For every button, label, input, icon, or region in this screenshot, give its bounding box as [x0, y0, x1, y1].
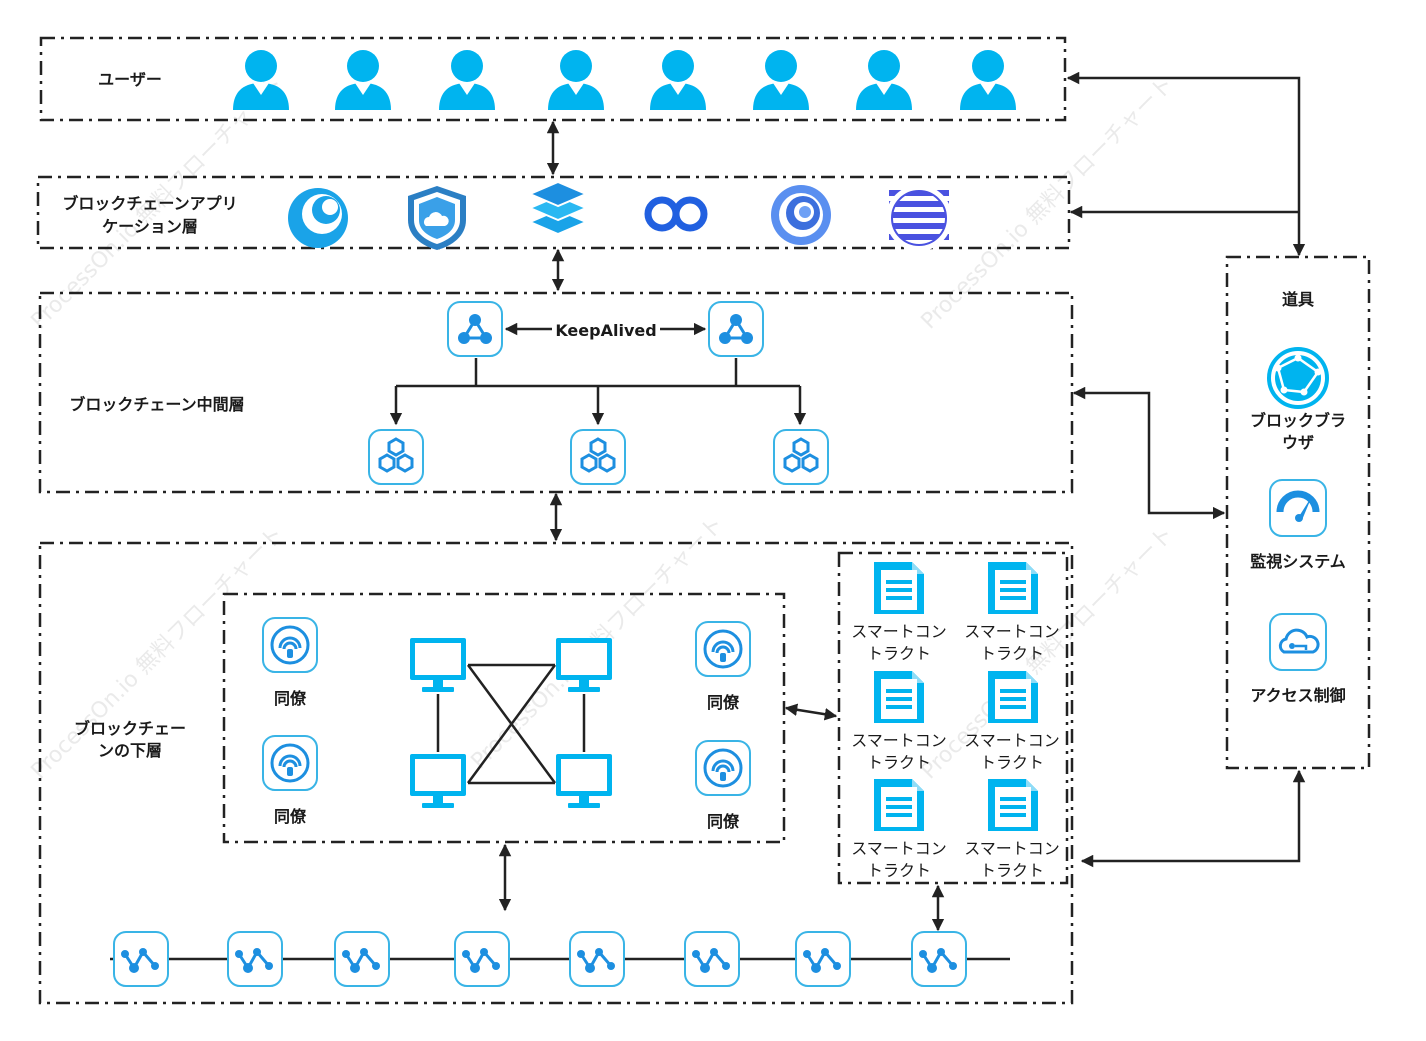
browser-label-line2: ウザ [1282, 433, 1314, 452]
chain-node-icon [453, 930, 511, 988]
document-icon [988, 562, 1038, 614]
lower-layer-frame [38, 541, 1074, 1005]
globe-network-icon [1267, 347, 1329, 409]
layers-app-icon [527, 180, 589, 236]
chain-node-icon [910, 930, 968, 988]
keepalive-label: KeepAlived [555, 321, 656, 340]
broadcast-peer-icon [261, 734, 319, 792]
users-layer-frame [39, 36, 1067, 122]
chain-node-icon [333, 930, 391, 988]
user-icon [439, 50, 495, 110]
chain-node-icon [568, 930, 626, 988]
peer-label: 同僚 [707, 693, 740, 712]
middleware-layer-label: ブロックチェーン中間層 [69, 395, 244, 414]
contract-label-line2: トラクト [980, 644, 1044, 663]
load-balancer-icon [446, 300, 504, 358]
user-icon [856, 50, 912, 110]
monitor-icon [410, 638, 466, 692]
monitoring-label: 監視システム [1250, 552, 1346, 571]
user-icon [233, 50, 289, 110]
contract-label-line1: スマートコン [851, 839, 947, 858]
broadcast-peer-icon [261, 616, 319, 674]
smart-contracts-frame [837, 551, 1069, 885]
contract-label-line1: スマートコン [964, 731, 1060, 750]
users-layer-label: ユーザー [98, 70, 162, 89]
hexagon-cluster-icon [569, 428, 627, 486]
peer-network-frame [222, 592, 786, 844]
document-icon [988, 671, 1038, 723]
cloud-key-icon [1269, 613, 1327, 671]
contract-label-line2: トラクト [867, 753, 931, 772]
chain-node-icon [794, 930, 852, 988]
lower-layer-label-line1: ブロックチェー [74, 719, 186, 738]
contract-label-line2: トラクト [867, 861, 931, 880]
contract-label-line2: トラクト [867, 644, 931, 663]
monitor-icon [410, 754, 466, 808]
load-balancer-icon [707, 300, 765, 358]
contract-label-line1: スマートコン [851, 622, 947, 641]
application-layer-label-line2: ケーション層 [102, 217, 198, 236]
application-layer-label-line1: ブロックチェーンアプリ [62, 194, 237, 213]
watermark: ProcessOn.io 無料フローチャート [917, 72, 1179, 334]
chain-node-icon [226, 930, 284, 988]
swirl-app-icon [288, 188, 348, 248]
chain-node-icon [112, 930, 170, 988]
peer-label: 同僚 [274, 807, 307, 826]
shield-cloud-app-icon [408, 186, 466, 250]
orbit-app-icon [771, 185, 831, 245]
chain-node-icon [683, 930, 741, 988]
middleware-layer-frame [38, 291, 1074, 494]
speedometer-icon [1269, 479, 1327, 537]
broadcast-peer-icon [694, 739, 752, 797]
contract-label-line1: スマートコン [851, 731, 947, 750]
tools-frame [1225, 255, 1371, 770]
user-icon [753, 50, 809, 110]
contract-label-line2: トラクト [980, 753, 1044, 772]
access-control-label: アクセス制御 [1250, 686, 1345, 705]
users-row [233, 50, 1016, 110]
lower-layer-label-line2: ンの下層 [98, 741, 162, 760]
rings-app-icon [644, 196, 708, 232]
document-icon [874, 671, 924, 723]
user-icon [548, 50, 604, 110]
peer-label: 同僚 [274, 689, 307, 708]
contract-label-line1: スマートコン [964, 839, 1060, 858]
hexagon-cluster-icon [367, 428, 425, 486]
contract-label-line2: トラクト [980, 861, 1044, 880]
user-icon [650, 50, 706, 110]
browser-label-line1: ブロックブラ [1250, 411, 1346, 430]
contract-label-line1: スマートコン [964, 622, 1060, 641]
document-icon [874, 779, 924, 831]
broadcast-peer-icon [694, 620, 752, 678]
document-icon [988, 779, 1038, 831]
stripe-globe-app-icon [886, 185, 952, 251]
user-icon [960, 50, 1016, 110]
monitor-icon [556, 754, 612, 808]
user-icon [335, 50, 391, 110]
document-icon [874, 562, 924, 614]
peer-label: 同僚 [707, 812, 740, 831]
tools-title: 道具 [1282, 290, 1314, 309]
hexagon-cluster-icon [772, 428, 830, 486]
